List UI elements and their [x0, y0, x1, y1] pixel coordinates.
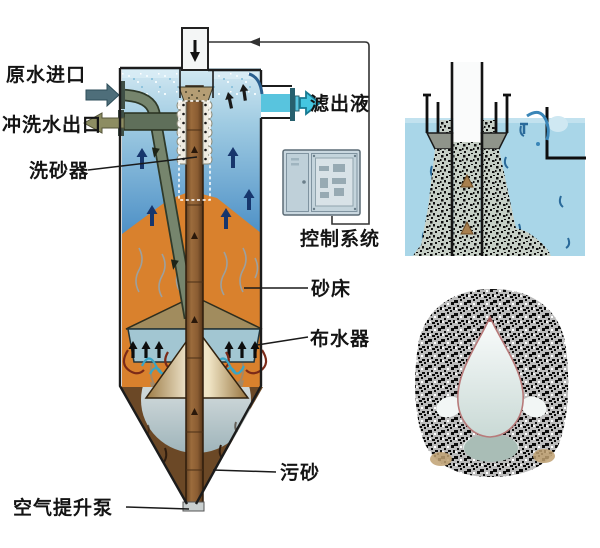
label-airlift-pump: 空气提升泵: [13, 496, 113, 519]
backwash-outlet-arrow-icon: [82, 112, 125, 134]
control-loop-line: [209, 37, 370, 225]
washer-cup: [423, 93, 511, 133]
raw-water-feed-pipe: [121, 88, 197, 320]
inlet-flange: [119, 81, 125, 109]
center-void: [457, 314, 524, 438]
standpipe: [181, 27, 209, 71]
control-system-box: [282, 149, 361, 216]
filtrate-outlet: [248, 72, 322, 121]
weir-overflow: [248, 72, 264, 95]
detail-sand-washer-closeup: [405, 62, 586, 256]
filter-vessel: [82, 27, 322, 512]
vessel-outline: [118, 66, 263, 505]
sand-washer-assembly: [176, 86, 214, 201]
label-distributor: 布水器: [310, 327, 370, 350]
standpipe-flow-arrow-icon: [190, 52, 200, 62]
raw-water-inlet-arrow-icon: [85, 82, 120, 108]
label-raw-water-inlet: 原水进口: [6, 64, 86, 86]
control-box-left-door: [286, 153, 309, 212]
filtrate-arrow-icon: [299, 90, 322, 116]
detail-cross-section-closeup: [415, 289, 569, 477]
airlift-center-tube: [182, 85, 205, 512]
labels: 原水进口 冲洗水出口 洗砂器 滤出液 控制系统 砂床 布水器 污砂 空气提升泵: [2, 64, 380, 519]
label-sand-bed: 砂床: [311, 277, 351, 300]
leader-lines: [87, 156, 309, 510]
label-backwash-outlet: 冲洗水出口: [2, 113, 102, 136]
sand-stream-left: [419, 149, 452, 256]
label-filtrate: 滤出液: [310, 92, 370, 115]
label-control-system: 控制系统: [300, 227, 380, 250]
detail-center-tube: [450, 62, 484, 256]
label-dirty-sand: 污砂: [280, 462, 320, 484]
label-sand-washer: 洗砂器: [29, 159, 89, 182]
control-loop-arrow-icon: [249, 37, 260, 47]
tube-base-pad: [182, 501, 205, 512]
